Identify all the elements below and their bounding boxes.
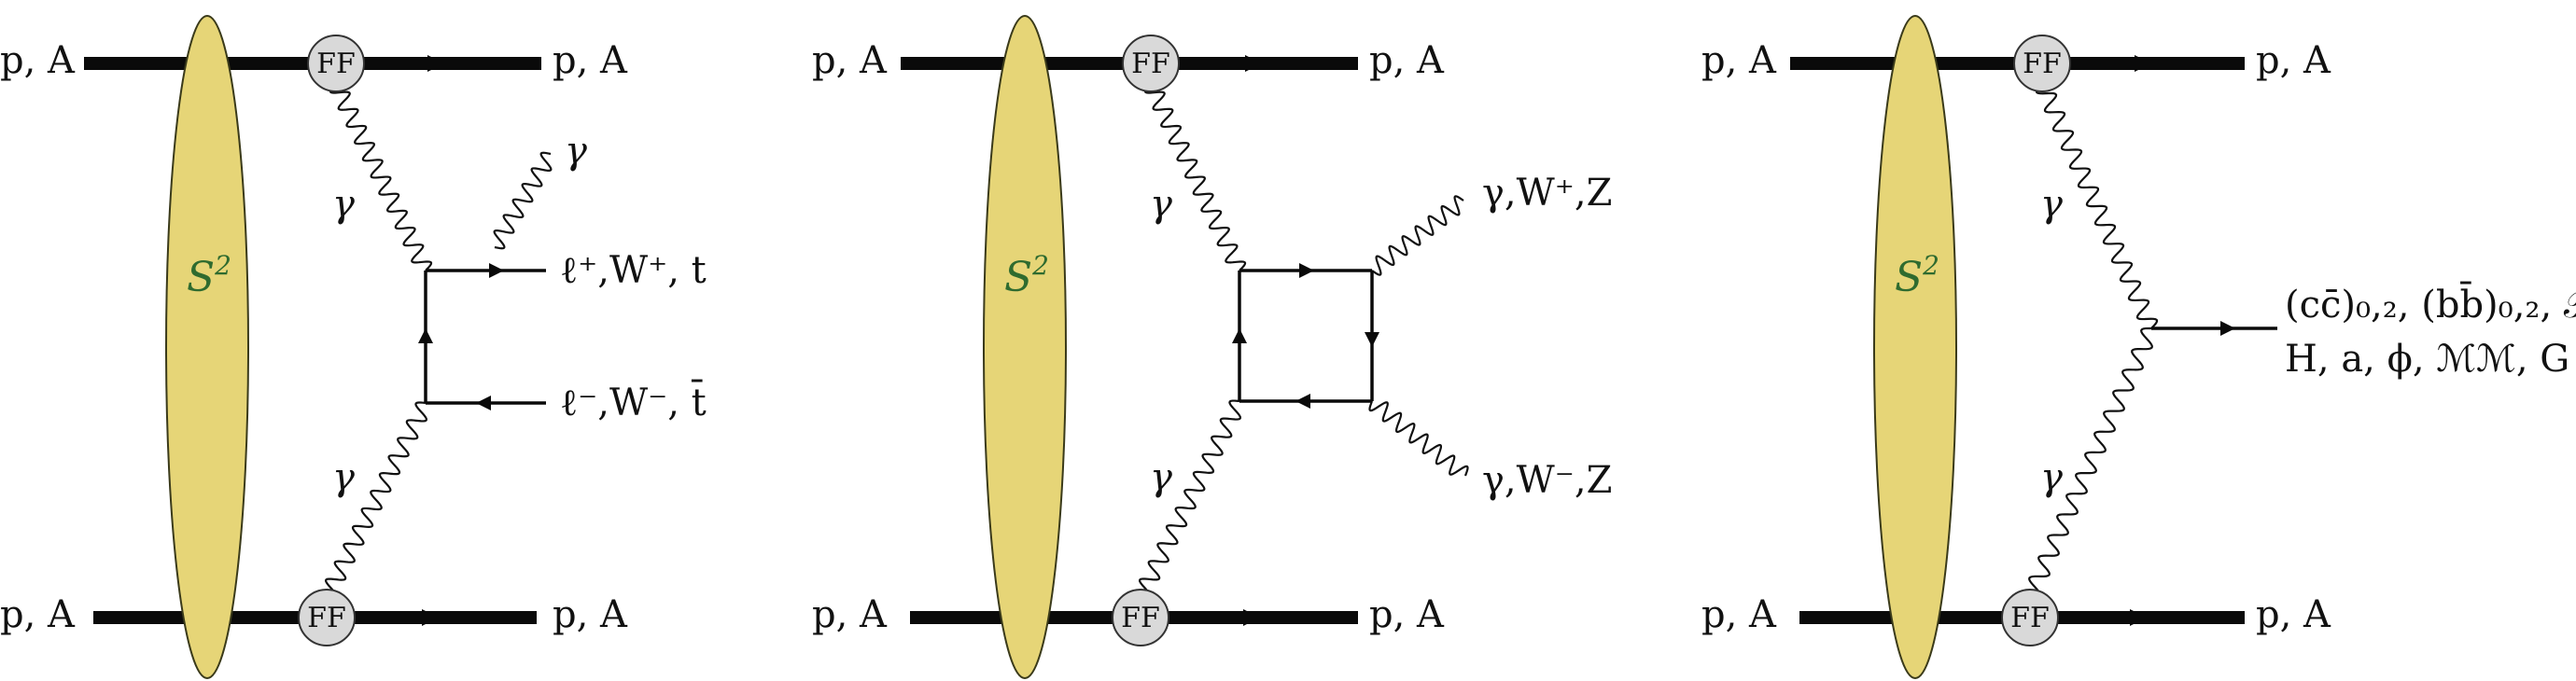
produced-state-label-line2: H, a, ϕ, ℳℳ, G [2285, 338, 2569, 381]
lower-photon-line [324, 401, 428, 599]
upper-photon-line [1143, 83, 1247, 271]
survival-factor-label: S2 [1004, 250, 1049, 301]
form-factor-label-upper: FF [2023, 48, 2062, 80]
upper-beam-arrow [1245, 55, 1262, 72]
form-factor-label-lower: FF [2010, 602, 2050, 634]
lower-beam-arrow [422, 609, 439, 626]
final-photon-label: γ [565, 130, 587, 173]
beam-label-lower-left: p, A [0, 593, 76, 636]
lower-photon-line [1138, 399, 1242, 599]
form-factor-vertex-upper [2013, 35, 2071, 92]
box-bottom-arrow [1295, 394, 1310, 409]
beam-label-upper-left: p, A [812, 39, 888, 82]
upper-fermion-arrow [489, 263, 504, 278]
beam-label-lower-right: p, A [1369, 593, 1445, 636]
photon-label-upper: γ [1150, 183, 1172, 226]
box-right-arrow [1365, 332, 1379, 347]
survival-factor-blob [165, 15, 249, 679]
photon-label-lower: γ [2040, 456, 2063, 499]
lower-beam-arrow [1243, 609, 1260, 626]
produced-state-arrow [2220, 321, 2235, 336]
form-factor-vertex-upper [307, 35, 365, 92]
produced-state-label-line1: (cc̄)₀,₂, (bb̄)₀,₂, 𝒯₀ [2285, 281, 2576, 327]
lower-fermion-label: ℓ⁻,W⁻, t̄ [560, 379, 707, 424]
form-factor-vertex-upper [1122, 35, 1180, 92]
photon-label-upper: γ [332, 183, 355, 226]
beam-label-upper-right: p, A [1369, 39, 1445, 82]
photon-label-upper: γ [2040, 183, 2063, 226]
beam-label-upper-right: p, A [2256, 39, 2331, 82]
photon-label-lower: γ [332, 456, 355, 499]
form-factor-vertex-lower [298, 589, 356, 646]
upper-photon-line [2035, 83, 2159, 329]
form-factor-label-lower: FF [1121, 602, 1160, 634]
photon-label-lower: γ [1150, 456, 1172, 499]
beam-label-lower-left: p, A [812, 593, 888, 636]
form-factor-label-lower: FF [307, 602, 346, 634]
survival-factor-label: S2 [187, 250, 231, 301]
form-factor-label-upper: FF [316, 48, 356, 80]
lower-boson-label: γ,W⁻,Z [1482, 459, 1612, 502]
upper-fermion-label: ℓ⁺,W⁺, t [560, 249, 707, 292]
feynman-diagram-s-channel: S2 FF FF p, A p, A p, A p, A γ γ (cc̄)₀,… [1701, 15, 2576, 679]
beam-label-upper-left: p, A [1701, 39, 1777, 82]
final-photon-line [493, 151, 553, 250]
upper-boson-line [1371, 195, 1464, 276]
upper-beam-arrow [2135, 55, 2151, 72]
survival-factor-blob [1873, 15, 1957, 679]
beam-label-upper-right: p, A [553, 39, 628, 82]
survival-factor-label: S2 [1895, 250, 1939, 301]
lower-fermion-arrow [476, 396, 491, 410]
upper-photon-line [329, 83, 433, 271]
box-left-arrow [1232, 328, 1247, 343]
form-factor-label-upper: FF [1131, 48, 1170, 80]
feynman-diagram-t-channel: S2 FF FF p, A p, A p, A p, A γ γ γ ℓ⁺,W⁺… [0, 15, 707, 679]
beam-label-lower-right: p, A [2256, 593, 2331, 636]
propagator-arrow [418, 328, 433, 343]
survival-factor-blob [983, 15, 1067, 679]
upper-beam-arrow [427, 55, 444, 72]
lower-boson-line [1368, 400, 1469, 477]
beam-label-lower-left: p, A [1701, 593, 1777, 636]
form-factor-vertex-lower [2001, 589, 2059, 646]
beam-label-upper-left: p, A [0, 39, 76, 82]
lower-beam-arrow [2130, 609, 2147, 626]
beam-label-lower-right: p, A [553, 593, 628, 636]
form-factor-vertex-lower [1112, 589, 1169, 646]
feynman-diagram-box: S2 FF FF p, A p, A p, A p, A γ γ γ,W⁺,Z … [812, 15, 1612, 679]
upper-boson-label: γ,W⁺,Z [1482, 172, 1612, 215]
box-top-arrow [1299, 263, 1314, 278]
lower-photon-line [2028, 327, 2153, 599]
